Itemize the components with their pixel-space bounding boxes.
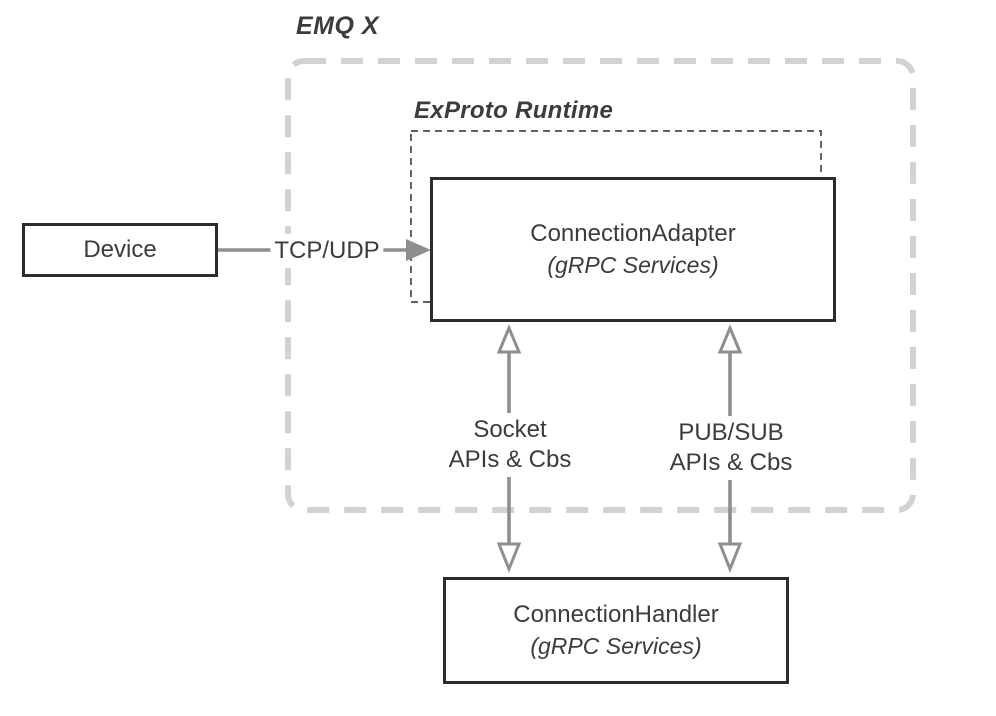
- edge-label-pubsub: PUB/SUB APIs & Cbs: [665, 416, 797, 480]
- socket-down-arrowhead-icon: [496, 542, 522, 574]
- edge-label-tcp-udp: TCP/UDP: [270, 234, 384, 268]
- node-connection-handler: ConnectionHandler (gRPC Services): [443, 577, 789, 684]
- node-connection-adapter: ConnectionAdapter (gRPC Services): [430, 177, 836, 322]
- node-device-label: Device: [83, 236, 157, 263]
- pubsub-up-arrowhead-icon: [717, 324, 743, 354]
- node-connection-handler-sublabel: (gRPC Services): [530, 632, 702, 659]
- node-connection-handler-label: ConnectionHandler: [513, 600, 719, 628]
- pubsub-down-arrowhead-icon: [717, 542, 743, 574]
- edge-label-pubsub-line1: PUB/SUB: [678, 419, 784, 446]
- edge-label-socket-line1: Socket: [473, 416, 547, 443]
- diagram-title: EMQ X: [296, 12, 380, 40]
- edge-label-socket-line2: APIs & Cbs: [448, 446, 572, 473]
- node-connection-adapter-sublabel: (gRPC Services): [547, 251, 719, 278]
- edge-label-socket: Socket APIs & Cbs: [444, 413, 576, 477]
- node-device: Device: [22, 223, 218, 277]
- exproto-runtime-label: ExProto Runtime: [414, 97, 614, 124]
- socket-up-arrowhead-icon: [496, 324, 522, 354]
- tcp-udp-arrowhead-icon: [406, 239, 431, 261]
- emqx-boundary-dashed-box: [285, 58, 916, 513]
- edge-label-pubsub-line2: APIs & Cbs: [669, 449, 793, 476]
- node-connection-adapter-label: ConnectionAdapter: [530, 219, 736, 247]
